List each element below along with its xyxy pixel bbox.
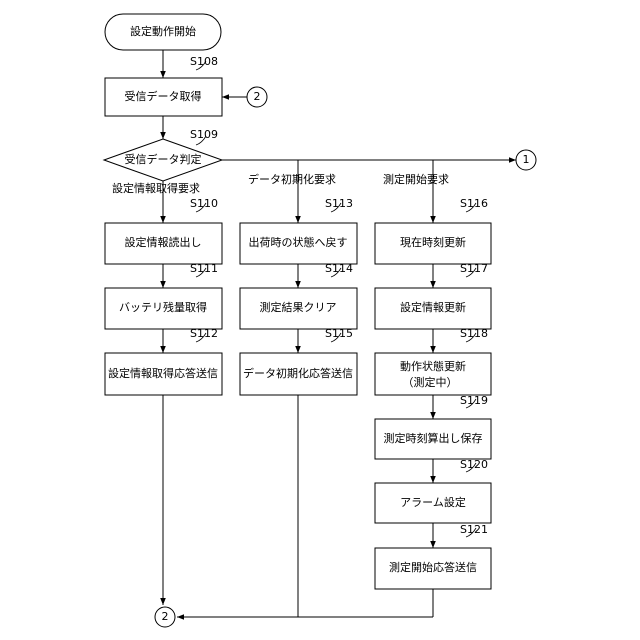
branch-condition-left: 設定情報取得要求 bbox=[112, 181, 200, 195]
process-label: 測定時刻算出し保存 bbox=[384, 431, 483, 445]
process-label: 測定結果クリア bbox=[260, 300, 337, 314]
branch-condition-middle: データ初期化要求 bbox=[248, 172, 336, 186]
process-label: 設定情報読出し bbox=[125, 235, 202, 249]
process-label: 設定情報取得応答送信 bbox=[108, 366, 218, 380]
process-label: 現在時刻更新 bbox=[400, 235, 466, 249]
step-number: S114 bbox=[325, 262, 353, 275]
connector-1: 1 bbox=[516, 150, 536, 170]
step-number: S119 bbox=[460, 394, 488, 407]
connector-label: 2 bbox=[254, 90, 261, 103]
step-number: S108 bbox=[190, 55, 218, 68]
connector-2-bottom: 2 bbox=[155, 607, 175, 627]
step-number: S116 bbox=[460, 197, 488, 210]
process-label: 動作状態更新 bbox=[400, 359, 466, 373]
decision-label: 受信データ判定 bbox=[125, 152, 202, 166]
connector-label: 1 bbox=[523, 153, 530, 166]
step-number: S111 bbox=[190, 262, 218, 275]
process-label: 設定情報更新 bbox=[400, 300, 466, 314]
step-number: S117 bbox=[460, 262, 488, 275]
branch-condition-right: 測定開始要求 bbox=[383, 172, 449, 186]
start-terminal: 設定動作開始 bbox=[105, 14, 221, 50]
step-number: S112 bbox=[190, 327, 218, 340]
process-label: バッテリ残量取得 bbox=[119, 300, 207, 314]
connector-label: 2 bbox=[162, 610, 169, 623]
process-label: 測定開始応答送信 bbox=[389, 560, 477, 574]
process-label: アラーム設定 bbox=[400, 495, 466, 509]
process-label: 受信データ取得 bbox=[125, 89, 202, 103]
step-number: S109 bbox=[190, 128, 218, 141]
step-number: S110 bbox=[190, 197, 218, 210]
step-number: S120 bbox=[460, 458, 488, 471]
process-label: 出荷時の状態へ戻す bbox=[249, 235, 348, 249]
step-number: S121 bbox=[460, 523, 488, 536]
connector-2-top: 2 bbox=[247, 87, 267, 107]
step-number: S113 bbox=[325, 197, 353, 210]
step-number: S115 bbox=[325, 327, 353, 340]
start-label: 設定動作開始 bbox=[130, 24, 196, 38]
step-number: S118 bbox=[460, 327, 488, 340]
process-sublabel: （測定中） bbox=[403, 375, 458, 389]
process-label: データ初期化応答送信 bbox=[243, 366, 353, 380]
